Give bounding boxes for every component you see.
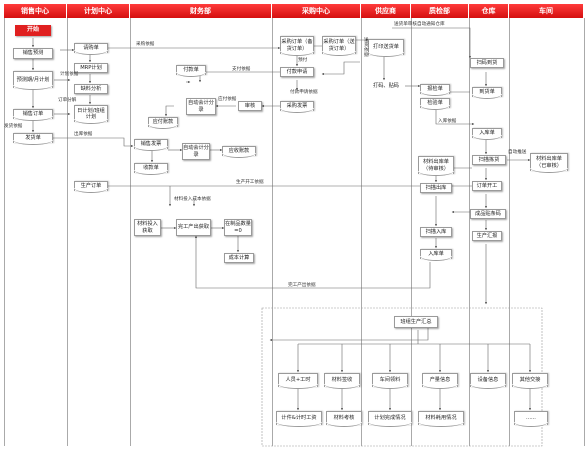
order-start-node[interactable]: 订单开工	[472, 181, 502, 191]
auto-voucher-node[interactable]: 自动会计分录	[186, 98, 216, 115]
edge-label-plan-basis: 计划依据	[60, 72, 79, 77]
material-input-node[interactable]: 材料投入获取	[134, 219, 161, 236]
print-label-node[interactable]: 打码、贴码	[373, 82, 399, 89]
wip-zero-node[interactable]: 在制品数量=0	[224, 219, 252, 236]
edge-label-purchase-basis: 采购依据	[136, 42, 155, 47]
summary-out-wages[interactable]: 计件&计时工资	[276, 411, 322, 427]
storage-in-node[interactable]: 入库单	[472, 128, 502, 140]
lane-header-quality: 质检部	[411, 4, 469, 18]
summary-cat-other[interactable]: 其他交接	[512, 373, 548, 389]
delivery-note-node[interactable]: 发货单	[13, 133, 53, 145]
print-delivery-node[interactable]: 打印送货单	[368, 39, 404, 57]
summary-cat-output[interactable]: 产量信息	[422, 373, 458, 389]
summary-out-material-check[interactable]: 材料考核	[326, 411, 362, 427]
sales-forecast-node[interactable]: 销售预测	[13, 48, 53, 59]
payment-request-node[interactable]: 付款申请	[280, 67, 314, 77]
requisition-node[interactable]: 请购单	[74, 43, 108, 55]
edge-label-completion-basis: 完工产出依据	[288, 283, 316, 288]
storage-in-quality-node[interactable]: 入库单	[420, 249, 452, 261]
lane-divider	[4, 18, 5, 446]
team-summary-node[interactable]: 班组生产汇总	[394, 316, 438, 328]
sales-order-node[interactable]: 销售订单	[13, 109, 53, 121]
edge-label-outbound-basis: 出库依据	[74, 132, 93, 137]
edge-label-shipping-basis: 发货依据	[4, 124, 23, 129]
edge-label-order-split: 订单分解	[58, 98, 77, 103]
daily-plan-node[interactable]: 日计划/班组计划	[74, 105, 108, 124]
lane-divider	[411, 18, 412, 446]
completed-output-node[interactable]: 完工产出获取	[176, 219, 211, 236]
accounts-receivable-node[interactable]: 应收账款	[222, 146, 256, 158]
lane-divider	[130, 18, 131, 446]
material-out-approved-node[interactable]: 材料出库单（已审核）	[530, 153, 568, 173]
purchase-invoice-node[interactable]: 采购发票	[280, 101, 314, 113]
scan-pick-node[interactable]: 扫描拣货	[472, 155, 506, 165]
lane-header-purchasing: 采购中心	[272, 4, 361, 18]
purchase-order-delivery-node[interactable]: 采购订单（送货订单）	[322, 36, 356, 56]
payment-note-node[interactable]: 付款单	[176, 65, 206, 77]
lane-divider	[509, 18, 510, 446]
inspection-doc-node[interactable]: 检验单	[420, 98, 450, 110]
mrp-plan-node[interactable]: MRP计划	[74, 63, 108, 73]
arrival-note-node[interactable]: 到货单	[472, 87, 502, 99]
production-order-node[interactable]: 生产订单	[74, 181, 108, 193]
summary-out-material-consumption[interactable]: 材料耗用情况	[418, 411, 464, 427]
edge-label-delivery-basis: 送货依据	[364, 38, 369, 58]
lane-divider	[67, 18, 68, 446]
lane-header-finance: 财务部	[130, 4, 272, 18]
lane-header-planning: 计划中心	[67, 4, 130, 18]
lane-header-supplier: 供应商	[361, 4, 411, 18]
inspection-form-node[interactable]: 报检单	[420, 84, 450, 96]
lane-divider	[272, 18, 273, 446]
summary-cat-equipment[interactable]: 设备信息	[470, 373, 506, 389]
edge-label-input-basis: 入库依据	[438, 119, 457, 124]
monthly-plan-node[interactable]: 预测期/月计划	[13, 71, 53, 90]
summary-out-more[interactable]: ......	[514, 411, 548, 427]
production-report-node[interactable]: 生产汇报	[472, 231, 502, 241]
summary-cat-material-pick[interactable]: 车间领料	[372, 373, 408, 389]
scan-in-node[interactable]: 扫描入库	[420, 227, 452, 237]
lane-divider	[361, 18, 362, 446]
lane-divider	[469, 18, 470, 446]
edge-label-payment-basis: 付款申请依据	[290, 90, 318, 95]
lane-header-warehouse: 仓库	[469, 4, 509, 18]
edge-label-material-input-basis: 材料投入成本依据	[174, 197, 211, 202]
scan-arrival-node[interactable]: 扫码到货	[470, 58, 504, 68]
scan-out-node[interactable]: 扫描出库	[420, 183, 452, 193]
review-node[interactable]: 审核	[238, 101, 262, 111]
accounts-payable-node[interactable]: 应付账款	[148, 117, 178, 129]
edge-label-pay-basis: 支付依据	[232, 67, 251, 72]
material-shortage-node[interactable]: 缺料分析	[74, 84, 108, 94]
edge-label-invoice-basis: 应付依据	[218, 97, 237, 102]
start-node[interactable]: 开始	[15, 25, 51, 36]
summary-cat-staff[interactable]: 人员+工时	[278, 373, 318, 389]
edge-label-mo-basis: 生产开工依据	[236, 180, 264, 185]
edge-label-auto-push: 自动推送	[508, 150, 527, 155]
lane-header-sales: 销售中心	[4, 4, 67, 18]
auto-voucher-node-2[interactable]: 自动会计分录	[182, 143, 210, 160]
product-barcode-node[interactable]: 成品贴条码	[470, 209, 506, 219]
summary-cat-material-receipt[interactable]: 材料签收	[324, 373, 360, 389]
lane-header-workshop: 车间	[509, 4, 584, 18]
lane-divider	[584, 18, 585, 446]
edge-label-delivery-notice: 送货单审核自动通知仓库	[394, 22, 445, 27]
receipt-node[interactable]: 收款单	[134, 163, 168, 175]
sales-invoice-node[interactable]: 销售发票	[134, 139, 168, 151]
summary-out-plan-completion[interactable]: 计划完成情况	[368, 411, 412, 427]
purchase-order-prep-node[interactable]: 采购订单（备货订单）	[280, 36, 314, 56]
cost-calc-node[interactable]: 成本计算	[224, 253, 254, 263]
edge-label-prepay: 预付	[298, 58, 308, 63]
material-out-pending-node[interactable]: 材料出库单（待审核）	[418, 156, 454, 176]
